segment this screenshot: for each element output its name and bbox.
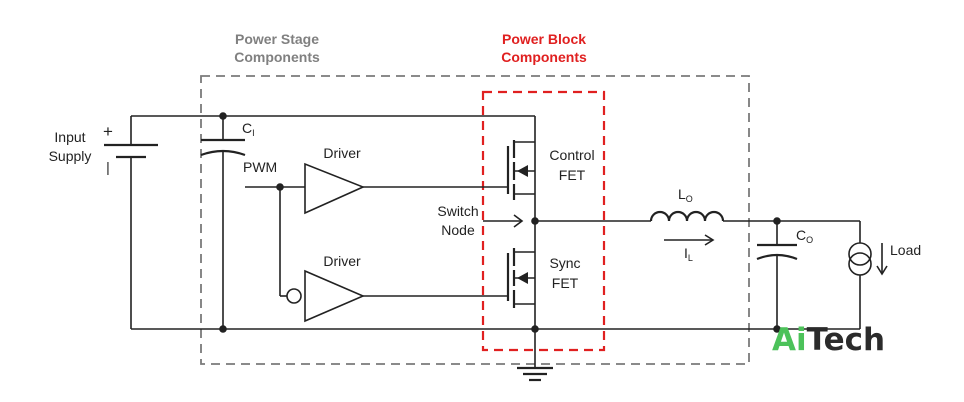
bottom-driver-label: Driver <box>323 253 361 269</box>
junction-dot <box>773 217 781 225</box>
il-label: IL <box>684 245 693 263</box>
power-block-box <box>481 90 606 352</box>
co-label: CO <box>796 227 813 245</box>
power-stage-box <box>200 75 750 365</box>
load-arrow <box>876 243 888 276</box>
control-fet-label-line2: FET <box>559 167 586 183</box>
power-block-heading-line2: Components <box>501 49 587 65</box>
top-rail <box>131 115 536 140</box>
pwm-label: PWM <box>243 159 277 175</box>
output-capacitor-co <box>756 221 798 329</box>
top-driver-label: Driver <box>323 145 361 161</box>
switch-node-label-line2: Node <box>441 222 475 238</box>
lo-label: LO <box>678 186 693 204</box>
plus-sign: + <box>103 122 113 141</box>
switch-node-arrow <box>483 214 524 228</box>
input-label-line2: Supply <box>49 148 92 164</box>
control-fet-symbol <box>506 140 536 221</box>
control-fet-label-line1: Control <box>549 147 594 163</box>
junction-dot <box>276 183 284 191</box>
load-label: Load <box>890 242 921 258</box>
sync-fet-label-line1: Sync <box>549 255 580 271</box>
junction-dot <box>219 325 227 333</box>
minus-sign: | <box>106 159 110 175</box>
junction-dot <box>773 325 781 333</box>
power-stage-heading-line1: Power Stage <box>235 31 319 47</box>
aitech-watermark-logo: AiTech <box>772 322 886 358</box>
junction-dot <box>219 112 227 120</box>
bottom-driver-buffer <box>304 269 366 323</box>
inductor-current-arrow <box>664 234 715 246</box>
power-stage-heading-line2: Components <box>234 49 320 65</box>
input-battery-symbol <box>104 116 158 329</box>
pwm-wiring <box>245 186 305 297</box>
input-label-line1: Input <box>54 129 85 145</box>
inverter-bubble <box>286 288 302 304</box>
switch-node-label-line1: Switch <box>437 203 478 219</box>
sync-fet-symbol <box>506 221 536 329</box>
ground-symbol <box>517 329 553 382</box>
input-capacitor-ci <box>200 116 246 329</box>
ci-label: CI <box>242 120 255 138</box>
power-block-heading-line1: Power Block <box>502 31 586 47</box>
output-inductor-lo <box>535 210 860 222</box>
top-driver-buffer <box>304 162 366 215</box>
load-current-source <box>848 221 872 329</box>
sync-fet-label-line2: FET <box>552 275 579 291</box>
